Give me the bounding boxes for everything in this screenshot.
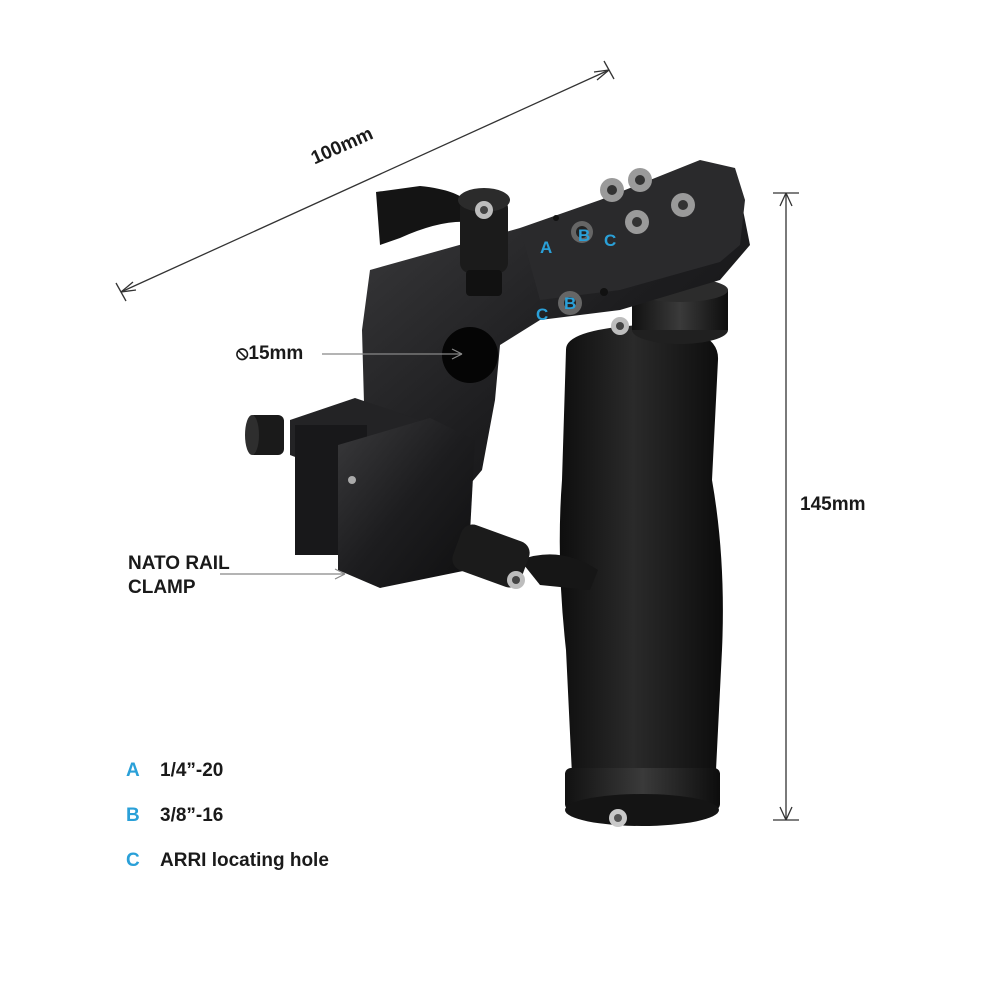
foam-grip bbox=[559, 325, 723, 775]
rod-diameter-label: ⦸15mm bbox=[236, 343, 304, 364]
nato-clamp-lever bbox=[452, 524, 598, 590]
legend-key-b: B bbox=[126, 805, 140, 826]
nato-callout-line-2: CLAMP bbox=[128, 577, 196, 598]
hole-marker-top-b: B bbox=[578, 226, 591, 245]
hole-marker-side-c: C bbox=[536, 305, 549, 324]
grip-bottom-ring bbox=[565, 768, 720, 827]
legend-text-b: 3/8”-16 bbox=[160, 805, 224, 826]
width-dimension-line bbox=[115, 60, 615, 302]
callout-leaders bbox=[220, 348, 463, 580]
hole-marker-top-a: A bbox=[540, 238, 553, 257]
legend-key-c: C bbox=[126, 850, 140, 871]
legend-key-a: A bbox=[126, 760, 140, 781]
legend-text-a: 1/4”-20 bbox=[160, 760, 224, 781]
hole-marker-top-c: C bbox=[604, 231, 617, 250]
nato-callout-line-1: NATO RAIL bbox=[128, 553, 230, 574]
legend-item-a: A 1/4”-20 bbox=[126, 760, 223, 782]
height-dimension-label: 145mm bbox=[800, 494, 866, 515]
rod-clamp-lever bbox=[376, 186, 510, 296]
legend-item-b: B 3/8”-16 bbox=[126, 805, 223, 827]
hole-marker-side-b: B bbox=[564, 294, 577, 313]
height-dimension-line bbox=[773, 192, 799, 821]
nato-clamp bbox=[245, 398, 475, 588]
nato-clamp-callout: NATO RAIL CLAMP bbox=[128, 552, 230, 600]
legend-text-c: ARRI locating hole bbox=[160, 850, 329, 871]
rod-hole bbox=[442, 327, 498, 383]
legend-item-c: C ARRI locating hole bbox=[126, 850, 329, 872]
